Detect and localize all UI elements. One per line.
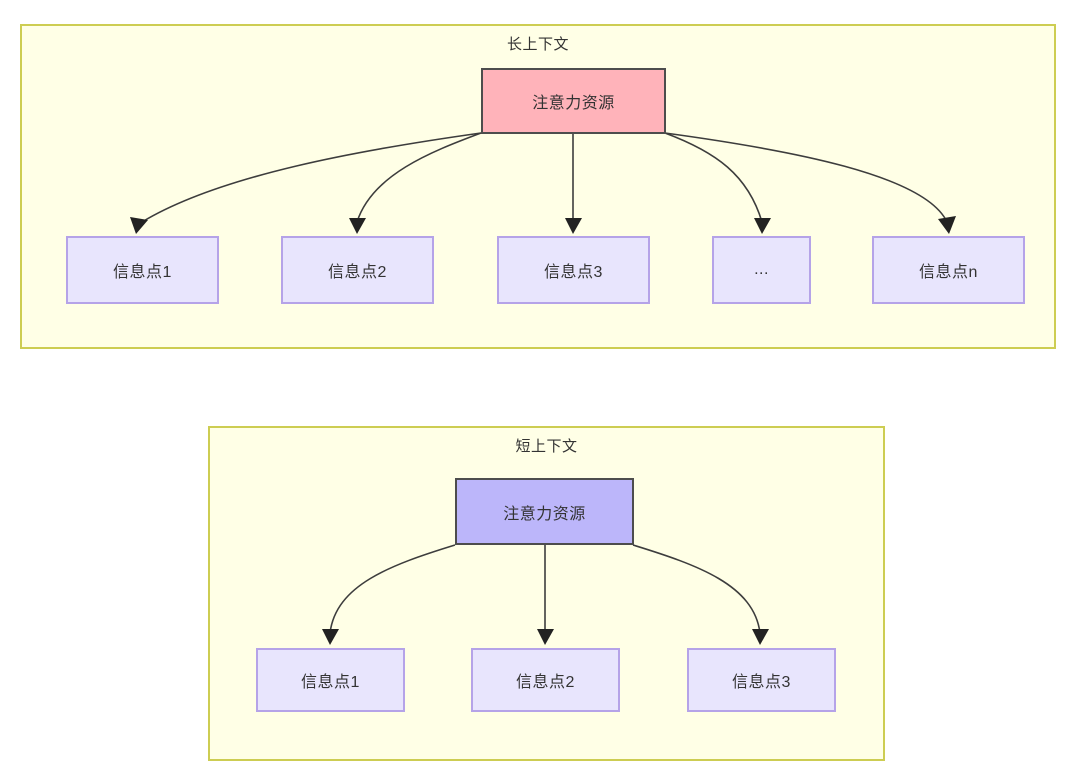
node-long-leaf-3[interactable]: 信息点3: [497, 236, 650, 304]
node-short-leaf-1-label: 信息点1: [301, 674, 360, 691]
node-long-leaf-1[interactable]: 信息点1: [66, 236, 219, 304]
node-long-leaf-n-label: 信息点n: [919, 264, 978, 281]
node-long-context-root[interactable]: 注意力资源: [481, 68, 666, 134]
node-long-leaf-2-label: 信息点2: [328, 264, 387, 281]
node-long-leaf-3-label: 信息点3: [544, 264, 603, 281]
node-long-leaf-ellipsis[interactable]: ...: [712, 236, 811, 304]
node-short-context-root[interactable]: 注意力资源: [455, 478, 634, 545]
node-short-leaf-1[interactable]: 信息点1: [256, 648, 405, 712]
node-long-leaf-1-label: 信息点1: [113, 264, 172, 281]
node-short-leaf-3-label: 信息点3: [732, 674, 791, 691]
group-long-context-title: 长上下文: [506, 36, 569, 53]
node-long-leaf-2[interactable]: 信息点2: [281, 236, 434, 304]
node-long-leaf-ellipsis-label: ...: [754, 261, 769, 278]
node-long-context-root-label: 注意力资源: [532, 95, 615, 112]
node-short-context-root-label: 注意力资源: [503, 505, 586, 523]
node-short-leaf-3[interactable]: 信息点3: [687, 648, 836, 712]
node-short-leaf-2-label: 信息点2: [516, 674, 575, 691]
node-long-leaf-n[interactable]: 信息点n: [872, 236, 1025, 304]
node-short-leaf-2[interactable]: 信息点2: [471, 648, 620, 712]
group-short-context-title: 短上下文: [515, 438, 578, 455]
